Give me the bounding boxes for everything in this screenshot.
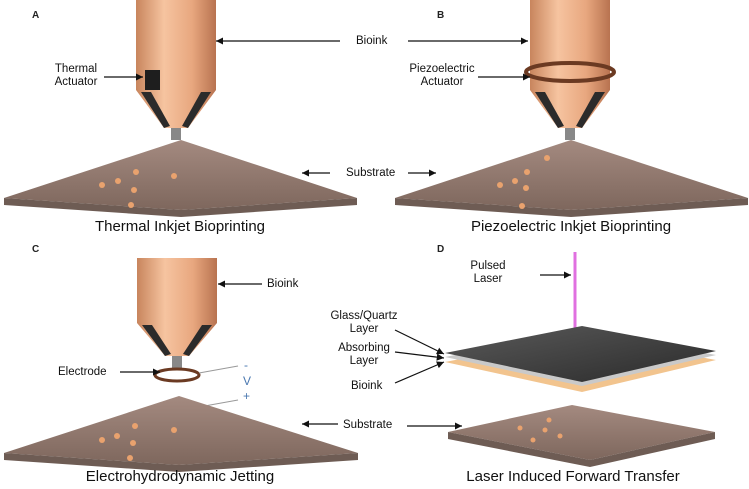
substrate-label-top: Substrate	[346, 167, 396, 179]
panel-d	[445, 252, 716, 467]
droplets-d	[517, 417, 563, 443]
nozzle-c	[137, 258, 217, 368]
glass-layer-label-line1: Glass/Quartz	[330, 310, 398, 322]
pulsed-laser-label-line2: Laser	[473, 273, 503, 285]
panel-letter-b: B	[437, 10, 445, 21]
thermal-actuator-label-line2: Actuator	[54, 76, 98, 88]
droplets-b	[497, 155, 550, 209]
thermal-actuator-label-line1: Thermal	[54, 63, 98, 75]
substrate-c	[4, 396, 358, 465]
pulsed-laser-label: Pulsed Laser	[458, 260, 518, 286]
nozzle-b	[530, 0, 610, 140]
panel-letter-a: A	[32, 10, 40, 21]
panel-letter-d: D	[437, 244, 445, 255]
caption-c: Electrohydrodynamic Jetting	[85, 468, 275, 485]
panel-a	[4, 0, 357, 217]
droplets-a	[99, 169, 177, 208]
substrate-label-bottom: Substrate	[343, 419, 393, 431]
piezoelectric-actuator-label-line2: Actuator	[420, 76, 464, 88]
callout-arrows	[104, 37, 571, 430]
bioink-label-c: Bioink	[267, 278, 299, 290]
caption-b: Piezoelectric Inkjet Bioprinting	[470, 218, 672, 235]
voltage-minus: -	[244, 358, 248, 372]
piezoelectric-actuator-label: Piezoelectric Actuator	[404, 63, 480, 89]
thermal-actuator	[145, 70, 160, 90]
caption-d: Laser Induced Forward Transfer	[466, 468, 680, 485]
absorbing-layer-label-line2: Layer	[349, 355, 379, 367]
absorbing-layer-label-line1: Absorbing	[338, 342, 390, 354]
substrate-b	[395, 140, 748, 210]
pulsed-laser-label-line1: Pulsed	[470, 260, 506, 272]
bioink-label-top: Bioink	[356, 35, 388, 47]
bioink-label-d: Bioink	[351, 380, 383, 392]
voltage-plus: +	[243, 389, 251, 403]
glass-layer-label-line2: Layer	[349, 323, 379, 335]
caption-a: Thermal Inkjet Bioprinting	[94, 218, 266, 235]
substrate-d	[448, 405, 715, 460]
substrate-a	[4, 140, 357, 210]
electrode-label: Electrode	[58, 366, 107, 378]
piezoelectric-actuator-label-line1: Piezoelectric	[409, 63, 475, 75]
glass-plate-d	[445, 326, 716, 382]
panel-b	[395, 0, 748, 217]
absorbing-layer-label: Absorbing Layer	[330, 342, 398, 368]
glass-layer-label: Glass/Quartz Layer	[326, 310, 402, 336]
droplets-c	[99, 423, 177, 461]
voltage-v: V	[243, 374, 252, 388]
panel-c	[4, 258, 358, 472]
panel-letter-c: C	[32, 244, 40, 255]
piezoelectric-actuator	[524, 61, 616, 83]
thermal-actuator-label: Thermal Actuator	[48, 63, 104, 89]
